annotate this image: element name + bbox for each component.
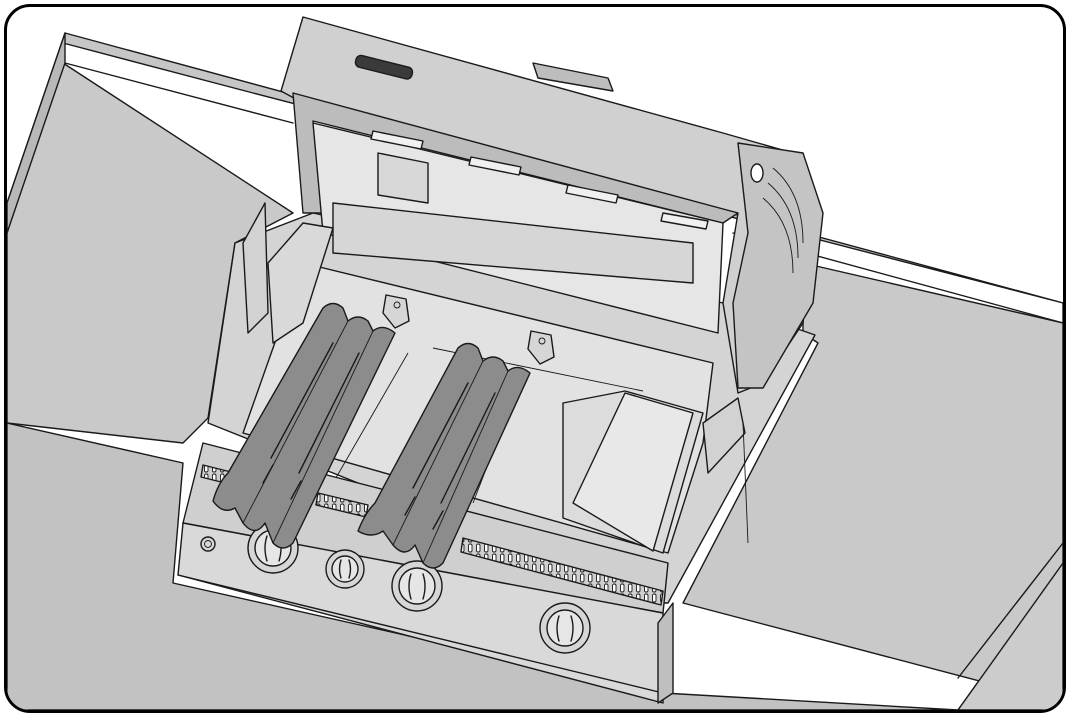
control-knob bbox=[325, 549, 365, 589]
control-knob bbox=[391, 560, 443, 612]
countertop bbox=[7, 32, 1063, 710]
heat-tent bbox=[357, 330, 555, 569]
grill-illustration bbox=[7, 16, 1063, 710]
heat-tent bbox=[212, 294, 410, 549]
igniter-button bbox=[200, 536, 216, 552]
illustration-frame bbox=[4, 4, 1066, 713]
side-bracket bbox=[702, 397, 749, 544]
control-knob bbox=[539, 602, 591, 654]
lid bbox=[280, 16, 824, 394]
side-bracket bbox=[242, 202, 334, 344]
